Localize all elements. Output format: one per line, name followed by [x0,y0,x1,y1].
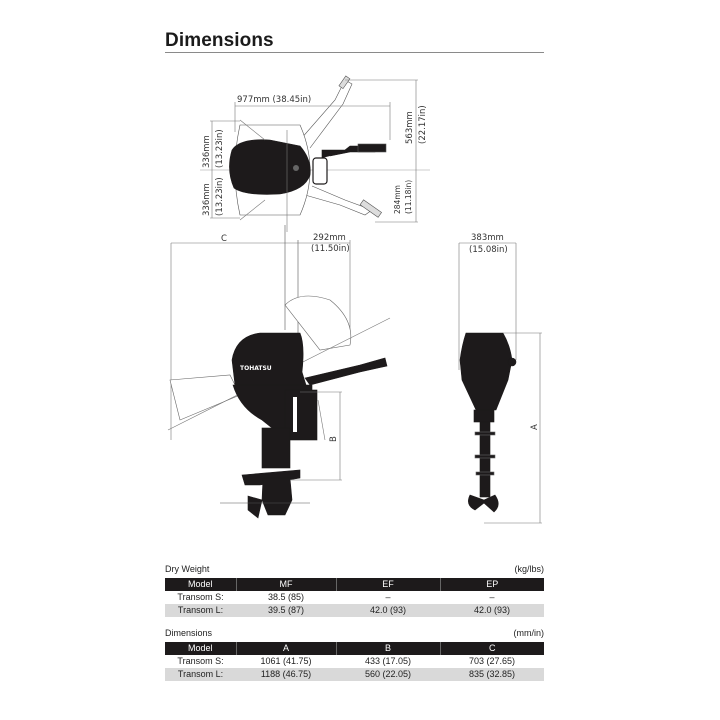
engine-dimension-drawing: 977mm (38.45in) 336mm (13.23in) 336mm (1… [167,75,542,524]
dry-weight-unit: (kg/lbs) [514,564,544,574]
header-a: A [235,642,336,655]
cell: 42.0 (93) [336,604,440,617]
dimensions-unit: (mm/in) [513,628,545,638]
cell: 38.5 (85) [267,592,305,602]
cell: 1188 (46.75) [236,668,336,681]
svg-text:TOHATSU: TOHATSU [240,365,272,372]
cell: 433 (17.05) [364,656,412,666]
svg-text:B: B [329,436,339,442]
top-view-labels: 977mm (38.45in) 336mm (13.23in) 336mm (1… [202,95,428,216]
cell: – [385,592,391,602]
svg-text:292mm: 292mm [313,233,346,243]
dry-weight-label: Dry Weight [165,564,210,574]
page-title: Dimensions [165,30,274,51]
header-b: B [335,642,440,655]
row-label: Transom S: [177,656,224,666]
cell: 835 (32.85) [440,668,544,681]
svg-text:977mm (38.45in): 977mm (38.45in) [237,95,311,105]
row-label: Transom L: [165,668,236,681]
table-row: Transom L: 1188 (46.75) 560 (22.05) 835 … [165,668,544,681]
header-model: Model [165,578,236,591]
table-header-row: Model A B C [165,642,544,655]
dimensions-label: Dimensions [165,628,213,638]
svg-text:(15.08in): (15.08in) [469,245,508,255]
dimensions-table: Model A B C Transom S: 1061 (41.75) 433 … [165,642,544,681]
svg-text:(11.50in): (11.50in) [311,244,350,254]
cell: 703 (27.65) [468,656,516,666]
svg-text:336mm: 336mm [202,183,212,216]
header-ep: EP [439,578,544,591]
svg-text:383mm: 383mm [471,233,504,243]
header-model: Model [165,642,236,655]
svg-text:284mm: 284mm [393,185,402,214]
table-row: Transom S: 38.5 (85) – – [165,591,544,604]
header-mf: MF [235,578,336,591]
svg-text:(11.18in): (11.18in) [404,180,413,214]
cell: 39.5 (87) [236,604,336,617]
side-view-labels: C 292mm (11.50in) B TOHATSU [221,233,350,442]
rear-view-labels: 383mm (15.08in) A [469,233,540,430]
svg-text:336mm: 336mm [202,135,212,168]
table-header-row: Model MF EF EP [165,578,544,591]
rear-view-drawing [458,242,542,524]
svg-text:(13.23in): (13.23in) [215,129,225,168]
svg-text:A: A [530,424,540,430]
svg-text:(22.17in): (22.17in) [418,105,428,144]
cell: 42.0 (93) [440,604,544,617]
svg-text:(13.23in): (13.23in) [215,177,225,216]
svg-text:563mm: 563mm [405,111,415,144]
side-view-drawing [167,225,391,519]
header-ef: EF [335,578,440,591]
dry-weight-table: Model MF EF EP Transom S: 38.5 (85) – – … [165,578,544,617]
header-c: C [439,642,544,655]
cell: – [489,592,495,602]
svg-text:C: C [221,234,227,244]
row-label: Transom L: [165,604,236,617]
top-view-drawing [200,75,430,232]
table-row: Transom L: 39.5 (87) 42.0 (93) 42.0 (93) [165,604,544,617]
table-row: Transom S: 1061 (41.75) 433 (17.05) 703 … [165,655,544,668]
cell: 560 (22.05) [336,668,440,681]
title-divider [165,52,544,53]
row-label: Transom S: [177,592,224,602]
cell: 1061 (41.75) [260,656,312,666]
